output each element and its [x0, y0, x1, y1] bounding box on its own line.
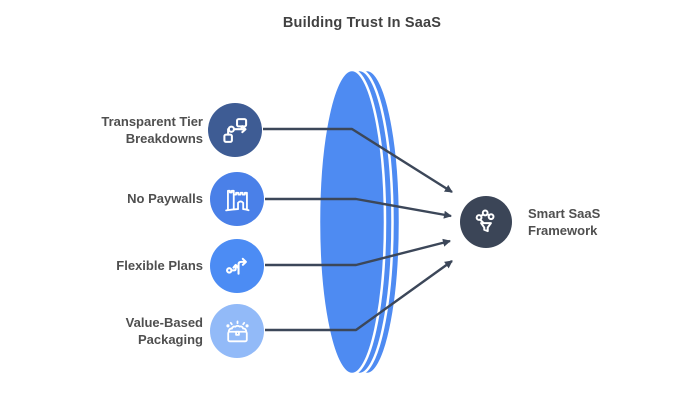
- factor-label-flexible-plans: Flexible Plans: [116, 258, 203, 274]
- lens: [317, 68, 402, 376]
- treasure-chest-icon: [225, 320, 249, 342]
- arrow-no-paywalls: [265, 197, 452, 219]
- factor-label-no-paywalls: No Paywalls: [127, 191, 203, 207]
- outcome-label: Smart SaaS Framework: [528, 205, 601, 238]
- ray-arrows: [263, 127, 453, 332]
- factor-label-value-packaging: Value-Based Packaging: [125, 314, 203, 347]
- workflow-icon-badge: [208, 103, 262, 157]
- funnel-network-icon-badge: [460, 196, 512, 248]
- flex-arrows-icon-badge: [210, 239, 264, 293]
- workflow-icon: [222, 117, 247, 143]
- treasure-chest-icon-badge: [210, 304, 264, 358]
- paywall-wall-icon-badge: [210, 172, 264, 226]
- arrow-transparent-tiers: [263, 127, 453, 194]
- paywall-wall-icon: [224, 189, 250, 211]
- page-title: Building Trust In SaaS: [282, 15, 442, 31]
- lens-ellipse-front: [317, 68, 387, 376]
- arrow-flexible-plans: [265, 238, 451, 267]
- funnel-network-icon: [475, 209, 495, 233]
- arrow-value-packaging: [265, 260, 453, 332]
- flex-arrows-icon: [225, 257, 247, 275]
- factor-label-transparent-tiers: Transparent Tier Breakdowns: [101, 113, 203, 146]
